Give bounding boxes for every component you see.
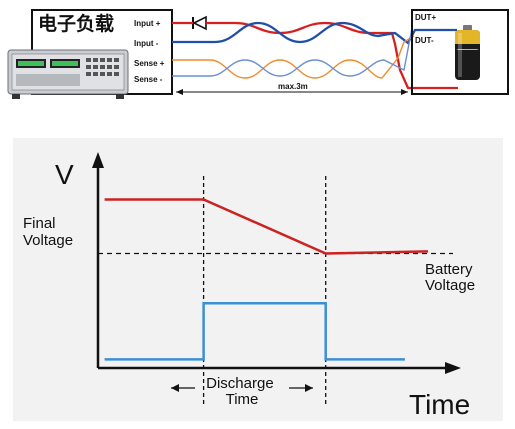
terminal-sense-minus: Sense - — [134, 75, 163, 84]
y-axis-arrow — [92, 152, 104, 168]
current-series-line — [104, 301, 405, 361]
battery-icon — [455, 25, 480, 80]
voltage-series-line — [104, 198, 429, 255]
diode-icon — [192, 15, 207, 31]
final-voltage-label: Final Voltage — [23, 215, 73, 249]
chart-panel — [13, 138, 503, 421]
terminal-input-minus: Input - — [134, 39, 159, 48]
sense-positive-wire — [172, 35, 415, 79]
discharge-chart: V Time Final Voltage Battery Voltage Dis… — [13, 138, 503, 421]
dut-plus-label: DUT+ — [415, 13, 436, 22]
battery-voltage-label-line-1: Battery — [425, 261, 473, 278]
load-title: 电子负载 — [38, 12, 114, 35]
discharge-time-arrow — [171, 384, 313, 392]
sense-negative-wire — [172, 27, 413, 77]
discharge-time-label-line-1: Discharge — [206, 375, 274, 392]
battery-voltage-label: Battery Voltage — [425, 261, 477, 294]
battery-voltage-label-line-2: Voltage — [425, 277, 475, 294]
terminal-input-plus: Input + — [134, 19, 161, 28]
x-axis-arrow — [445, 362, 461, 374]
y-axis-label: V — [55, 159, 74, 190]
distance-arrow — [176, 89, 408, 95]
dut-minus-label: DUT- — [415, 36, 434, 45]
discharge-time-label: Discharge Time — [206, 375, 278, 408]
final-voltage-label-line-1: Final — [23, 215, 56, 232]
distance-label: max.3m — [278, 82, 308, 91]
terminal-sense-plus: Sense + — [134, 59, 165, 68]
final-voltage-label-line-2: Voltage — [23, 232, 73, 249]
negative-wire — [172, 21, 457, 45]
x-axis-label: Time — [409, 389, 470, 420]
discharge-time-label-line-2: Time — [226, 391, 259, 408]
electronic-load-device — [7, 49, 129, 99]
wiring-diagram: 电子负载 Input + Input - Sense + Sense - DUT… — [7, 9, 509, 99]
dut-frame — [411, 9, 509, 95]
